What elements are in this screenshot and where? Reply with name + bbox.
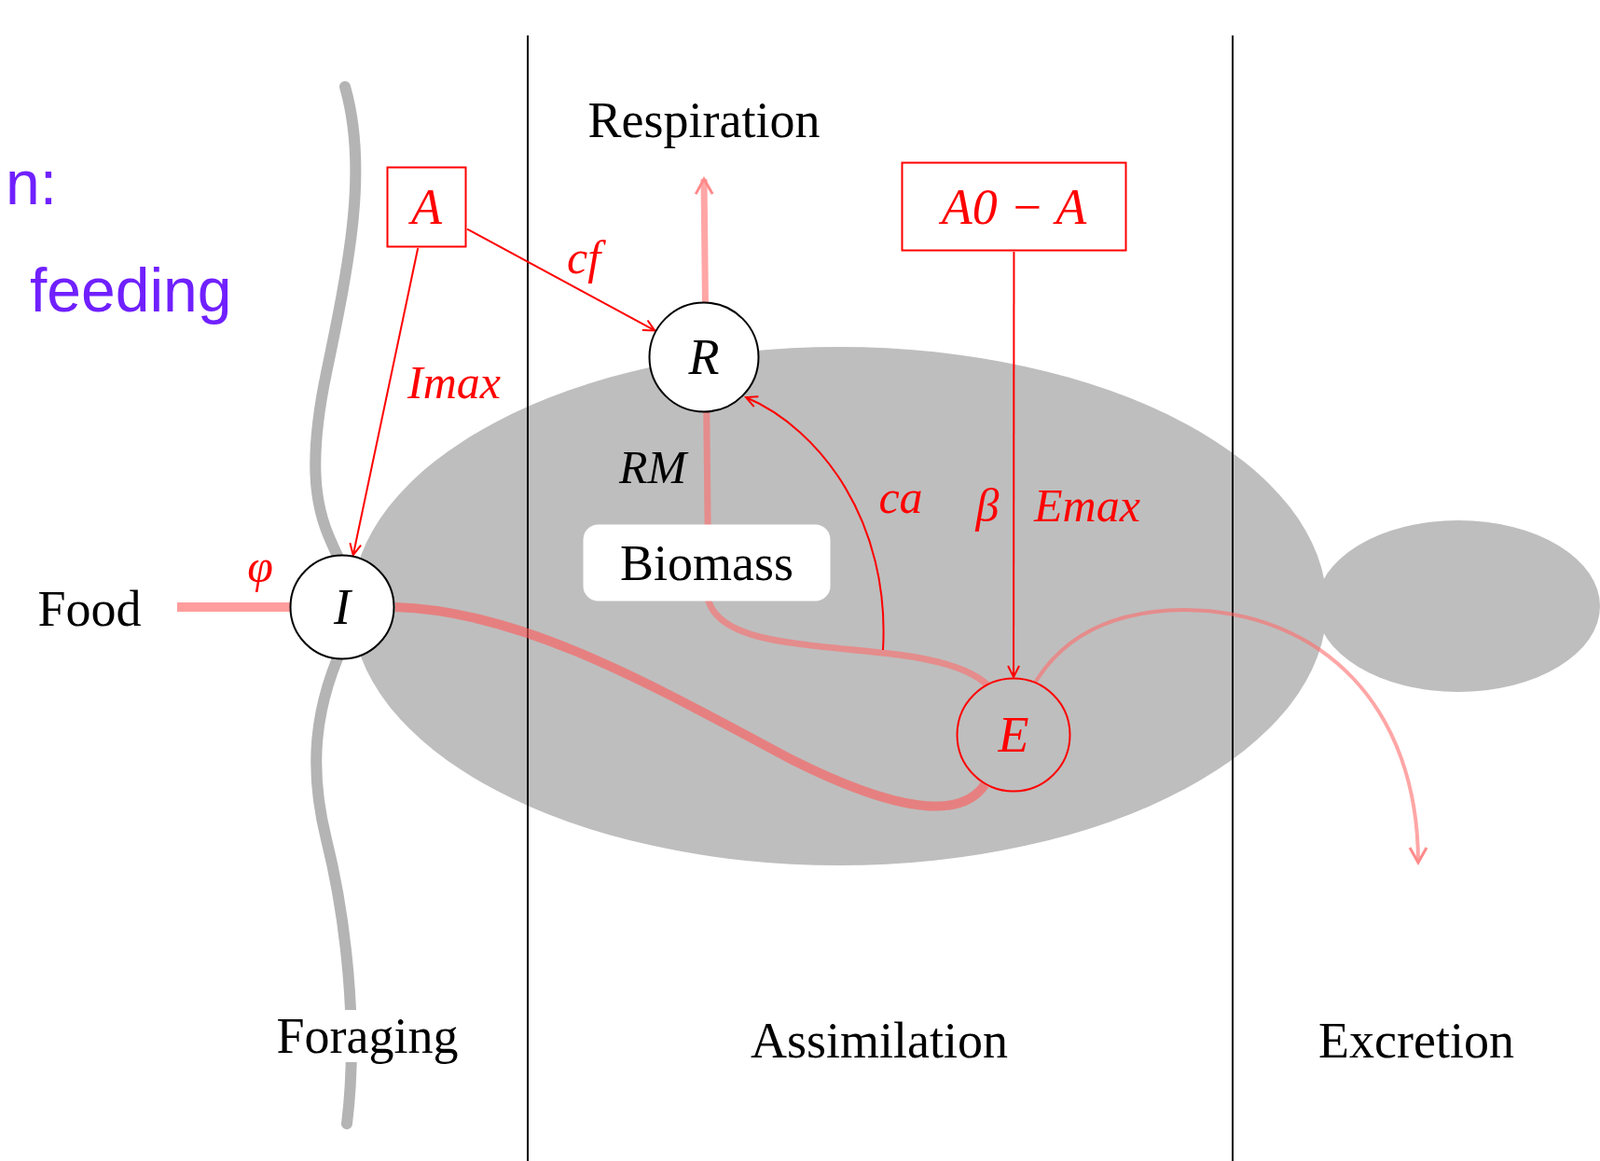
node-text: E	[998, 709, 1030, 760]
node-text: Biomass	[620, 537, 794, 589]
assimilation-cost-arrow	[745, 397, 884, 650]
parameter-label: φ	[245, 541, 276, 592]
section-label: Excretion	[1316, 1014, 1517, 1068]
box-outline	[583, 524, 831, 602]
flow-label: Food	[35, 582, 143, 636]
biomass-box: Biomass	[581, 523, 832, 603]
process-circle: R	[648, 301, 760, 414]
section-label: Foraging	[275, 1009, 461, 1063]
edge-label: Emax	[1032, 481, 1143, 531]
parameter-label: RM	[617, 442, 689, 493]
food-stream	[177, 602, 291, 612]
circle-outline	[290, 555, 395, 660]
node-text: I	[333, 581, 351, 633]
foraging-boundary	[315, 86, 356, 556]
node-text: A	[411, 181, 442, 233]
excretion-stream	[1013, 609, 1419, 863]
slide-title-fragment: feeding	[27, 258, 235, 323]
variable-box: A0 − A	[900, 161, 1128, 252]
control-arrow	[1012, 251, 1015, 677]
respiration-stream	[703, 179, 1014, 735]
process-circle: E	[955, 676, 1072, 793]
node-text: R	[689, 331, 720, 383]
variable-box: A	[386, 165, 468, 249]
body	[351, 346, 1327, 866]
body-tail	[1316, 520, 1600, 692]
slide-title-fragment: n:	[3, 151, 59, 216]
edge-label: Imax	[405, 358, 503, 408]
edge-label: cf	[565, 233, 603, 283]
divider-line	[1231, 35, 1234, 1161]
control-arrow	[467, 229, 655, 332]
parameter-label: β	[974, 481, 1002, 531]
parameter-label: ca	[876, 472, 925, 523]
process-circle: I	[289, 553, 396, 661]
divider-line	[526, 35, 529, 1161]
section-label: Assimilation	[748, 1014, 1010, 1068]
food-stream	[395, 606, 985, 807]
box-outline	[387, 167, 467, 248]
circle-outline	[957, 678, 1071, 792]
node-text: A0 − A	[941, 181, 1087, 233]
circle-outline	[649, 303, 759, 413]
flow-label: Respiration	[586, 94, 823, 148]
box-outline	[902, 163, 1127, 251]
